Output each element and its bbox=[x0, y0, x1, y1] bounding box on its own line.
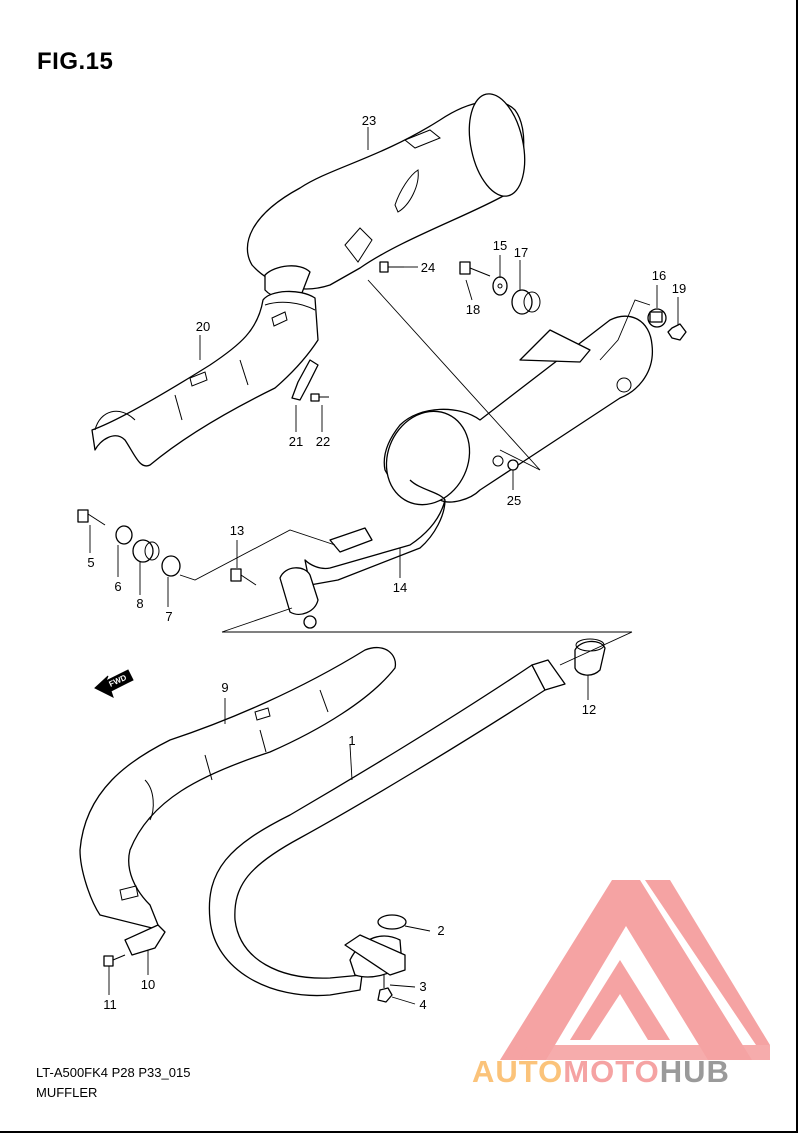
part-18-bolt bbox=[459, 261, 491, 277]
part-label-11: 11 bbox=[103, 997, 117, 1012]
part-label-7: 7 bbox=[165, 609, 172, 624]
part-9-pipe-cover bbox=[79, 646, 397, 931]
part-label-3: 3 bbox=[419, 979, 426, 994]
part-22-bolt bbox=[310, 393, 329, 402]
part-label-16: 16 bbox=[652, 268, 666, 283]
part-7-collar bbox=[161, 555, 181, 577]
part-16-collar bbox=[647, 308, 667, 328]
part-label-21: 21 bbox=[289, 434, 303, 449]
part-label-19: 19 bbox=[672, 281, 686, 296]
part-12-sleeve bbox=[574, 638, 606, 676]
part-label-8: 8 bbox=[136, 596, 143, 611]
part-20-exhaust-pipe-cover bbox=[91, 290, 319, 467]
part-label-18: 18 bbox=[466, 302, 480, 317]
part-19-nut bbox=[667, 323, 687, 341]
part-1-exhaust-pipe bbox=[208, 659, 566, 1003]
part-label-1: 1 bbox=[348, 733, 355, 748]
part-17-grommet bbox=[511, 289, 541, 315]
watermark-part1: AUTO bbox=[472, 1054, 564, 1089]
part-25-washer bbox=[507, 459, 519, 471]
forward-direction-arrow: FWD bbox=[94, 669, 134, 698]
part-13-bolt bbox=[230, 568, 257, 586]
part-label-24: 24 bbox=[421, 260, 435, 275]
part-number-labels: 1 2 3 4 5 6 7 8 9 10 11 12 13 14 15 16 1… bbox=[87, 113, 686, 1012]
figure-title: FIG.15 bbox=[37, 48, 114, 75]
part-label-22: 22 bbox=[316, 434, 330, 449]
watermark-text: AUTOMOTOHUB bbox=[472, 1054, 730, 1090]
part-10-bracket bbox=[124, 924, 166, 956]
part-15-washer bbox=[492, 276, 508, 296]
part-24-bolt bbox=[379, 261, 404, 273]
part-6-washer bbox=[115, 525, 133, 545]
part-23-muffler-cover bbox=[246, 93, 526, 301]
watermark-logo-icon bbox=[500, 880, 770, 1060]
part-label-25: 25 bbox=[507, 493, 521, 508]
leader-lines bbox=[89, 127, 679, 1005]
part-label-23: 23 bbox=[362, 113, 376, 128]
part-label-2: 2 bbox=[437, 923, 444, 938]
part-label-17: 17 bbox=[514, 245, 528, 260]
part-8-grommet bbox=[132, 539, 160, 563]
watermark-part2: MOTO bbox=[563, 1054, 660, 1089]
part-label-5: 5 bbox=[87, 555, 94, 570]
part-label-6: 6 bbox=[114, 579, 121, 594]
part-11-bolt bbox=[103, 954, 126, 967]
drawing-code: LT-A500FK4 P28 P33_015 bbox=[36, 1065, 191, 1080]
part-label-12: 12 bbox=[582, 702, 596, 717]
part-21-bracket bbox=[291, 359, 319, 401]
reference-lines bbox=[179, 279, 651, 666]
part-label-4: 4 bbox=[419, 997, 426, 1012]
part-label-10: 10 bbox=[141, 977, 155, 992]
drawing-name: MUFFLER bbox=[36, 1085, 98, 1100]
part-label-13: 13 bbox=[230, 523, 244, 538]
part-5-bolt bbox=[77, 509, 106, 526]
part-label-9: 9 bbox=[221, 680, 228, 695]
part-14-muffler bbox=[279, 315, 654, 629]
watermark-part3: HUB bbox=[659, 1054, 730, 1089]
part-label-14: 14 bbox=[393, 580, 407, 595]
part-label-15: 15 bbox=[493, 238, 507, 253]
part-label-20: 20 bbox=[196, 319, 210, 334]
